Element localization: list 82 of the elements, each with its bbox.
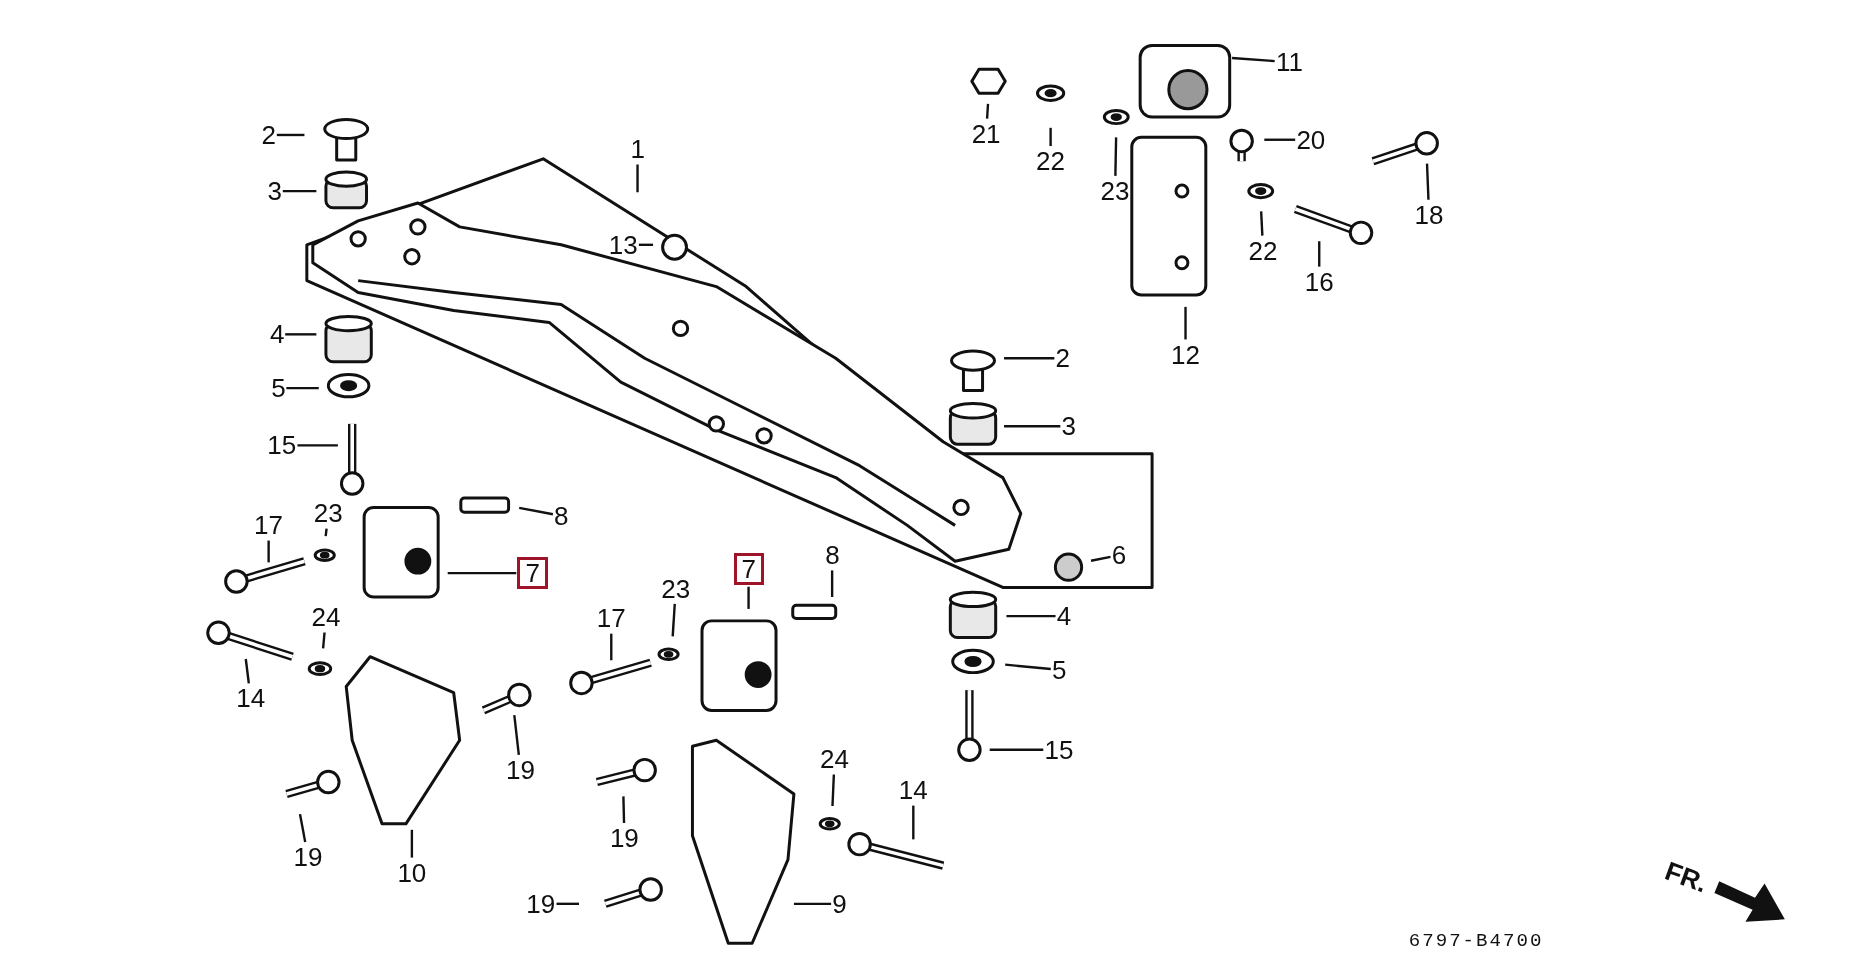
callout-number: 19 xyxy=(293,843,323,872)
callout-number: 21 xyxy=(971,119,1001,148)
leader-line xyxy=(410,829,414,858)
leader-line xyxy=(244,658,250,684)
leader-line xyxy=(285,333,317,336)
leader-line xyxy=(831,774,836,806)
callout-number: 15 xyxy=(1044,735,1074,764)
leader-line xyxy=(830,570,834,597)
leader-line xyxy=(1259,211,1264,236)
callout-number: 14 xyxy=(898,776,928,805)
leader-line xyxy=(1005,663,1051,671)
callout-number: 9 xyxy=(832,889,847,918)
callout-number: 19 xyxy=(609,824,639,853)
callout-number: 22 xyxy=(1248,236,1278,265)
leader-line xyxy=(518,506,554,516)
leader-line xyxy=(1090,555,1111,562)
callout-number: 6 xyxy=(1111,541,1127,570)
leader-line xyxy=(793,902,832,906)
leader-line xyxy=(1231,56,1275,63)
callout-number: 11 xyxy=(1275,48,1303,77)
callout-number: 1 xyxy=(630,135,645,164)
leader-line xyxy=(989,748,1044,751)
callout-number: 5 xyxy=(271,374,286,402)
leader-line xyxy=(1264,138,1296,141)
leader-line xyxy=(1049,127,1052,147)
callout-number: 2 xyxy=(1055,344,1070,373)
leader-line xyxy=(912,805,915,840)
leader-line xyxy=(1004,357,1055,360)
leader-line xyxy=(324,528,328,537)
callout-number: 12 xyxy=(1171,340,1200,369)
callout-number: 16 xyxy=(1304,267,1334,296)
leader-line xyxy=(556,902,580,906)
callout-number: 7 xyxy=(733,553,764,586)
callout-number: 4 xyxy=(1056,602,1072,631)
callout-number: 23 xyxy=(313,499,343,528)
fr-direction-label: FR. xyxy=(1661,855,1712,900)
callout-number: 24 xyxy=(820,745,849,774)
callout-number: 3 xyxy=(1061,412,1076,441)
callout-number: 19 xyxy=(506,756,535,785)
leader-line xyxy=(1425,163,1430,200)
callout-number: 3 xyxy=(267,177,283,205)
callout-number: 5 xyxy=(1051,655,1067,684)
leader-line xyxy=(513,715,520,756)
callout-number: 22 xyxy=(1036,147,1066,176)
leader-line xyxy=(298,813,307,843)
callout-number: 13 xyxy=(608,230,638,259)
callout-number: 17 xyxy=(596,604,626,633)
drawing-number: 6797-B4700 xyxy=(1408,930,1544,952)
leader-line xyxy=(276,133,305,137)
callout-number: 23 xyxy=(661,574,691,603)
callout-number: 24 xyxy=(311,603,341,632)
leader-line xyxy=(267,540,270,563)
leader-line xyxy=(447,571,517,575)
leader-line xyxy=(1006,614,1056,618)
callout-number: 8 xyxy=(825,541,840,570)
leader-line xyxy=(1184,306,1187,340)
leader-line xyxy=(622,796,626,823)
leader-line xyxy=(610,633,613,661)
callout-number: 18 xyxy=(1414,200,1444,229)
leader-line xyxy=(297,444,338,447)
callout-number: 7 xyxy=(517,557,548,590)
callout-number: 15 xyxy=(267,431,297,460)
leader-line xyxy=(636,164,639,193)
leader-line xyxy=(671,603,676,637)
leader-line xyxy=(985,103,990,119)
callout-number: 8 xyxy=(554,501,569,530)
leader-line xyxy=(1004,425,1061,428)
callout-number: 10 xyxy=(397,858,427,887)
callout-number: 17 xyxy=(254,511,284,540)
leader-line xyxy=(1318,241,1321,267)
leader-line xyxy=(1114,137,1118,176)
callout-number: 4 xyxy=(269,320,285,349)
callout-number: 20 xyxy=(1296,125,1326,154)
leader-line xyxy=(321,632,326,649)
leader-line xyxy=(638,243,654,246)
callout-number: 2 xyxy=(261,120,277,149)
callout-number: 19 xyxy=(526,889,556,918)
leader-line xyxy=(747,586,750,609)
callout-number: 23 xyxy=(1100,177,1130,205)
leader-line xyxy=(286,386,319,390)
leader-line xyxy=(282,189,317,193)
callout-number: 14 xyxy=(236,684,266,713)
